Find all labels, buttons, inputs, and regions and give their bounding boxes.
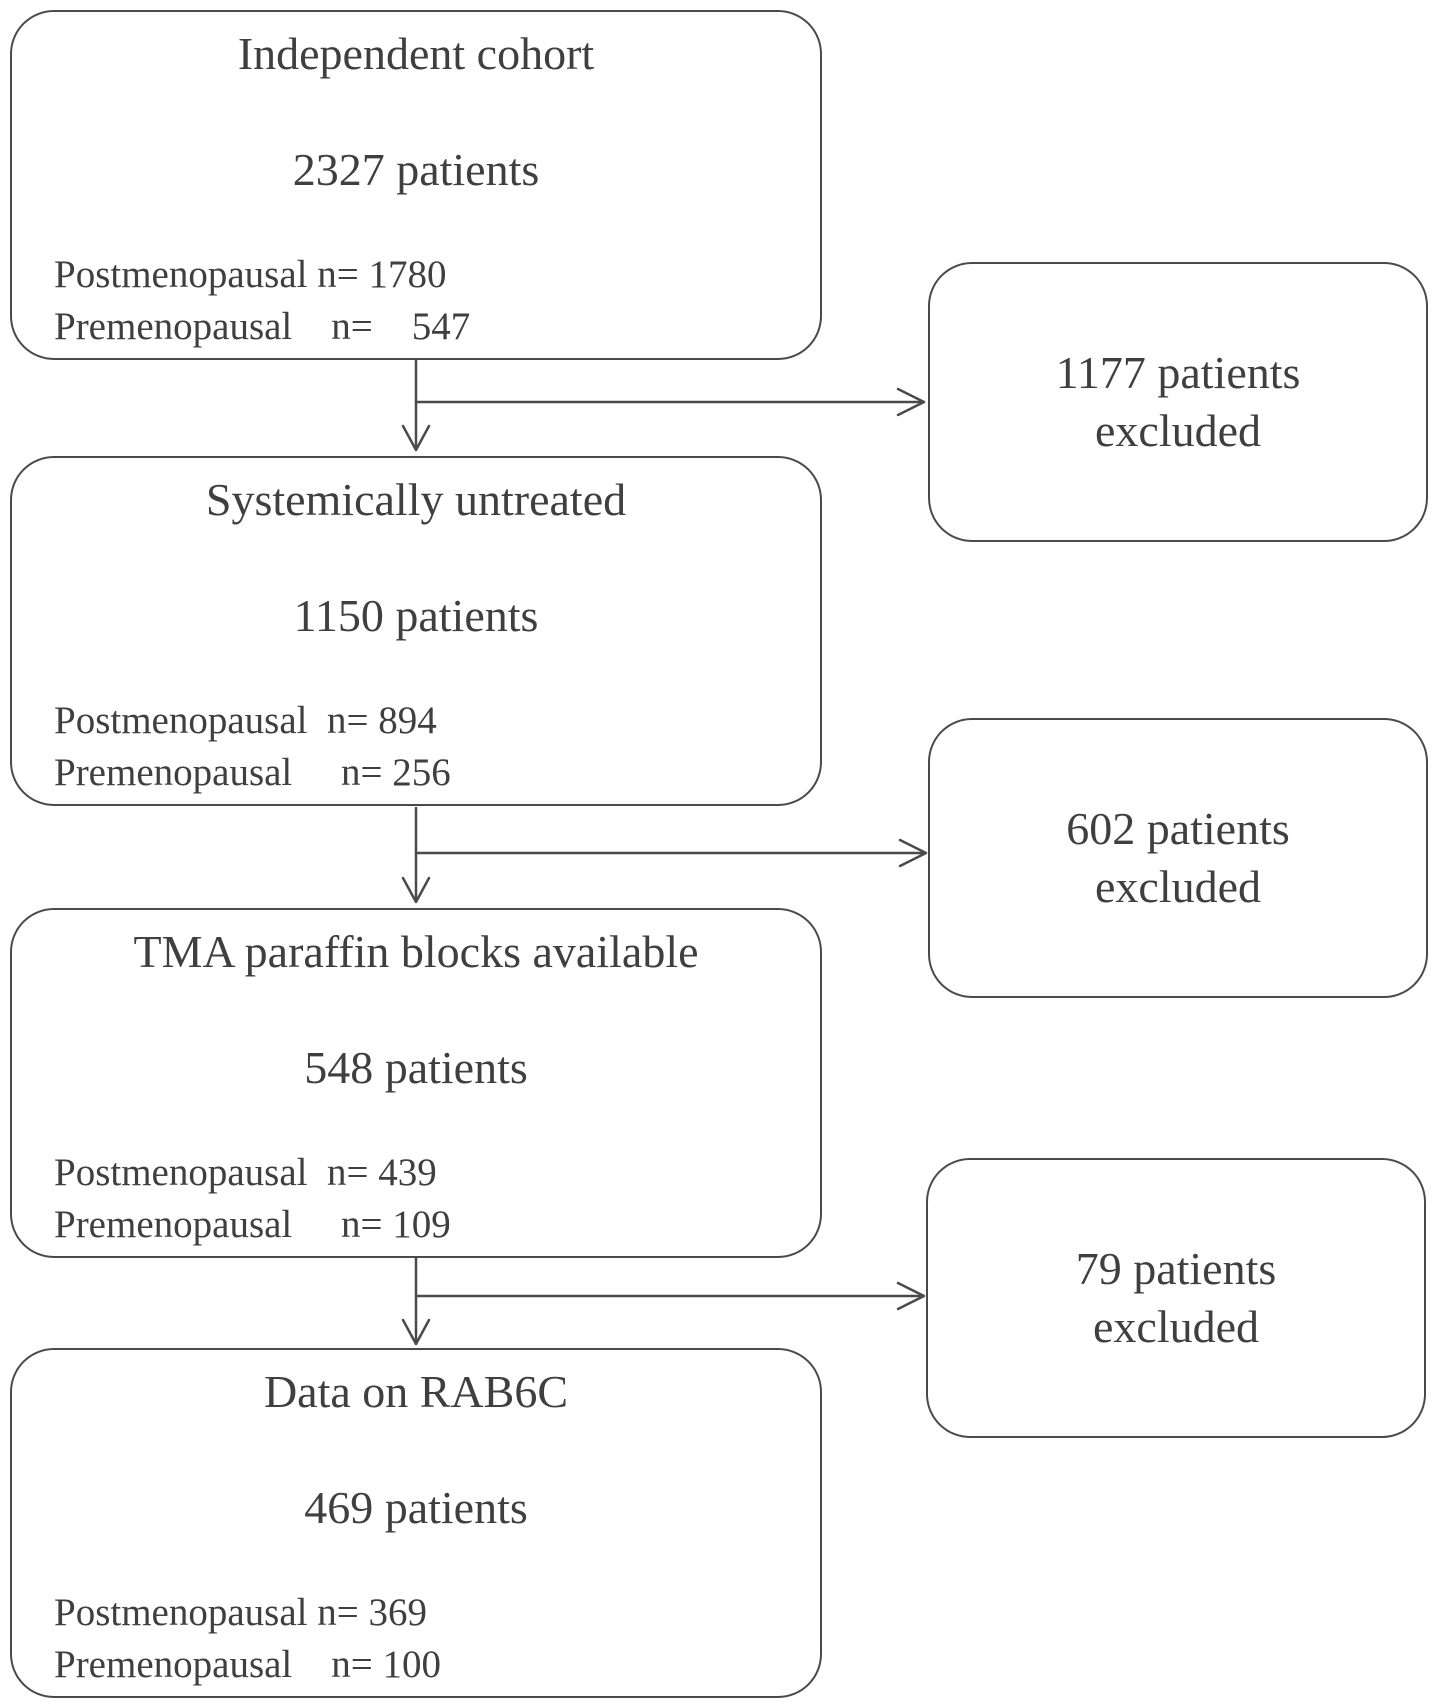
stage-box-data-on-rab6c: Data on RAB6C 469 patients Postmenopausa… xyxy=(10,1348,822,1698)
stage-premenopausal: Premenopausal n= 547 xyxy=(54,305,471,348)
exclusion-box-1: 1177 patients excluded xyxy=(928,262,1428,542)
exclusion-label: excluded xyxy=(1094,405,1262,456)
exclusion-count: 602 patients xyxy=(1066,803,1290,854)
stage-title: Data on RAB6C xyxy=(263,1366,569,1417)
stage-premenopausal: Premenopausal n= 100 xyxy=(54,1643,442,1686)
stage-box-tma-paraffin-blocks: TMA paraffin blocks available 548 patien… xyxy=(10,908,822,1258)
arrow-right-3-head xyxy=(896,1281,926,1311)
stage-premenopausal: Premenopausal n= 109 xyxy=(54,1203,451,1246)
stage-count: 2327 patients xyxy=(292,144,540,195)
exclusion-count: 1177 patients xyxy=(1055,347,1301,398)
arrow-down-2-head xyxy=(401,876,431,904)
stage-box-systemically-untreated: Systemically untreated 1150 patients Pos… xyxy=(10,456,822,806)
arrow-right-2-head xyxy=(898,838,928,868)
stage-postmenopausal: Postmenopausal n= 439 xyxy=(54,1151,437,1194)
stage-title: TMA paraffin blocks available xyxy=(133,926,699,977)
arrow-down-1-head xyxy=(401,424,431,452)
arrow-down-3-head xyxy=(401,1318,431,1346)
exclusion-count: 79 patients xyxy=(1075,1243,1277,1294)
stage-title: Independent cohort xyxy=(237,28,595,79)
arrow-right-1-head xyxy=(896,387,926,417)
stage-count: 1150 patients xyxy=(293,590,539,641)
stage-postmenopausal: Postmenopausal n= 894 xyxy=(54,699,437,742)
exclusion-label: excluded xyxy=(1094,861,1262,912)
stage-count: 548 patients xyxy=(304,1042,528,1093)
stage-postmenopausal: Postmenopausal n= 369 xyxy=(54,1591,427,1634)
exclusion-box-3: 79 patients excluded xyxy=(926,1158,1426,1438)
stage-postmenopausal: Postmenopausal n= 1780 xyxy=(54,253,447,296)
exclusion-box-2: 602 patients excluded xyxy=(928,718,1428,998)
stage-premenopausal: Premenopausal n= 256 xyxy=(54,751,451,794)
stage-count: 469 patients xyxy=(304,1482,528,1533)
stage-title: Systemically untreated xyxy=(205,474,627,525)
exclusion-label: excluded xyxy=(1092,1301,1260,1352)
stage-box-independent-cohort: Independent cohort 2327 patients Postmen… xyxy=(10,10,822,360)
